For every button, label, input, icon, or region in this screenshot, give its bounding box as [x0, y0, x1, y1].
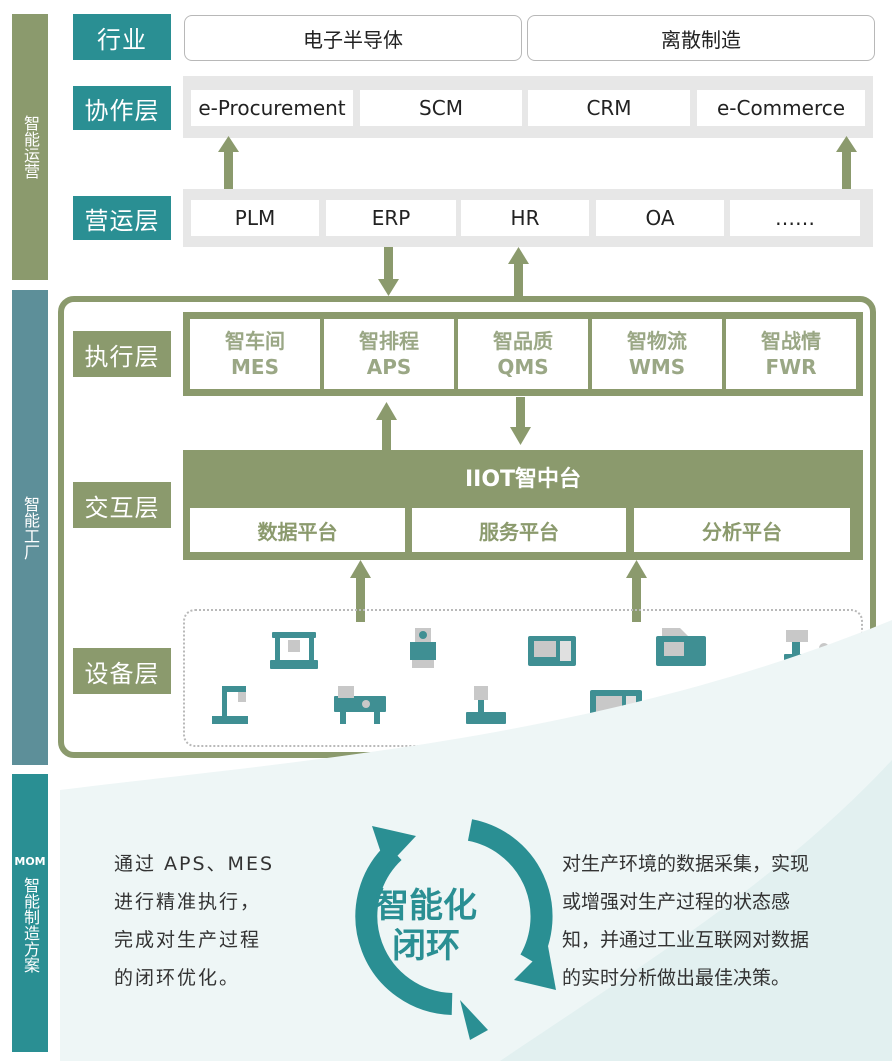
gantry-machine-icon — [270, 632, 318, 669]
closed-loop-left-text: 通过 APS、MES 进行精准执行， 完成对生产过程 的闭环优化。 — [114, 845, 294, 997]
up-arrow-icon — [836, 136, 857, 189]
side-label-text: 智能工厂 — [21, 495, 40, 560]
text-line: 的闭环优化。 — [114, 967, 241, 989]
lathe-icon — [656, 628, 706, 666]
platform-data[interactable]: 数据平台 — [190, 508, 405, 552]
execution-module-mes[interactable]: 智车间 MES — [190, 319, 320, 389]
up-arrow-icon — [626, 560, 647, 622]
text-line: 对生产环境的数据采集，实现 — [562, 853, 810, 875]
operation-item[interactable]: …… — [730, 200, 860, 236]
module-en: FWR — [765, 355, 817, 379]
collab-tag: 协作层 — [73, 86, 171, 130]
drill-press-icon — [212, 686, 248, 724]
operation-item[interactable]: OA — [596, 200, 724, 236]
industry-tag: 行业 — [73, 14, 171, 60]
up-arrow-icon — [376, 402, 397, 450]
down-arrow-icon — [378, 247, 399, 296]
platform-service[interactable]: 服务平台 — [412, 508, 626, 552]
collab-item[interactable]: CRM — [528, 90, 690, 126]
side-label-mom: MOM 智能制造方案 — [12, 774, 48, 1052]
interaction-tag: 交互层 — [73, 482, 171, 528]
collab-item[interactable]: e-Procurement — [191, 90, 353, 126]
side-label-smart-ops: 智能运营 — [12, 14, 48, 280]
robot-arm-icon — [466, 686, 506, 724]
side-label-text: 智能运营 — [21, 115, 40, 179]
module-cn: 智物流 — [627, 329, 687, 353]
module-en: APS — [366, 355, 412, 379]
module-en: QMS — [497, 355, 549, 379]
operation-item[interactable]: PLM — [191, 200, 319, 236]
collab-item[interactable]: e-Commerce — [697, 90, 865, 126]
factory-arrows — [350, 397, 647, 622]
execution-tag: 执行层 — [73, 331, 171, 377]
text-line: 或增强对生产过程的状态感 — [562, 891, 791, 913]
lab-tester-icon — [410, 628, 436, 668]
mom-prefix: MOM — [14, 855, 46, 868]
industry-item[interactable]: 离散制造 — [527, 15, 875, 61]
down-arrow-icon — [510, 397, 531, 445]
industry-item[interactable]: 电子半导体 — [184, 15, 522, 61]
module-en: WMS — [628, 355, 686, 379]
execution-module-aps[interactable]: 智排程 APS — [324, 319, 454, 389]
side-label-text: 智能制造方案 — [21, 877, 40, 973]
up-arrow-icon — [218, 136, 239, 189]
execution-module-fwr[interactable]: 智战情 FWR — [726, 319, 856, 389]
turning-lathe-icon — [334, 686, 386, 724]
operation-item[interactable]: HR — [461, 200, 589, 236]
platform-analysis[interactable]: 分析平台 — [634, 508, 850, 552]
up-arrow-icon — [508, 247, 529, 298]
text-line: 进行精准执行， — [114, 891, 262, 913]
up-arrow-icon — [350, 560, 371, 622]
operation-item[interactable]: ERP — [326, 200, 456, 236]
text-line: 完成对生产过程 — [114, 929, 262, 951]
operation-tag: 营运层 — [73, 196, 171, 240]
side-label-smart-factory: 智能工厂 — [12, 290, 48, 765]
module-cn: 智品质 — [493, 329, 553, 353]
closed-loop-title: 智能化 闭环 — [366, 886, 486, 966]
module-cn: 智车间 — [225, 329, 285, 353]
closed-loop-title-line2: 闭环 — [392, 926, 460, 966]
collab-item[interactable]: SCM — [360, 90, 522, 126]
module-cn: 智排程 — [359, 329, 419, 353]
closed-loop-right-text: 对生产环境的数据采集，实现 或增强对生产过程的状态感 知，并通过工业互联网对数据… — [562, 845, 862, 997]
module-cn: 智战情 — [761, 329, 821, 353]
text-line: 的实时分析做出最佳决策。 — [562, 967, 791, 989]
text-line: 通过 APS、MES — [114, 853, 275, 875]
equipment-tag: 设备层 — [73, 648, 171, 694]
closed-loop-title-line1: 智能化 — [375, 886, 477, 926]
ops-arrows — [218, 136, 857, 298]
iiot-hub-title: IIOT智中台 — [464, 467, 582, 492]
cnc-cabinet-icon — [528, 636, 576, 666]
text-line: 知，并通过工业互联网对数据 — [562, 929, 810, 951]
execution-module-wms[interactable]: 智物流 WMS — [592, 319, 722, 389]
execution-module-qms[interactable]: 智品质 QMS — [458, 319, 588, 389]
module-en: MES — [231, 355, 279, 379]
